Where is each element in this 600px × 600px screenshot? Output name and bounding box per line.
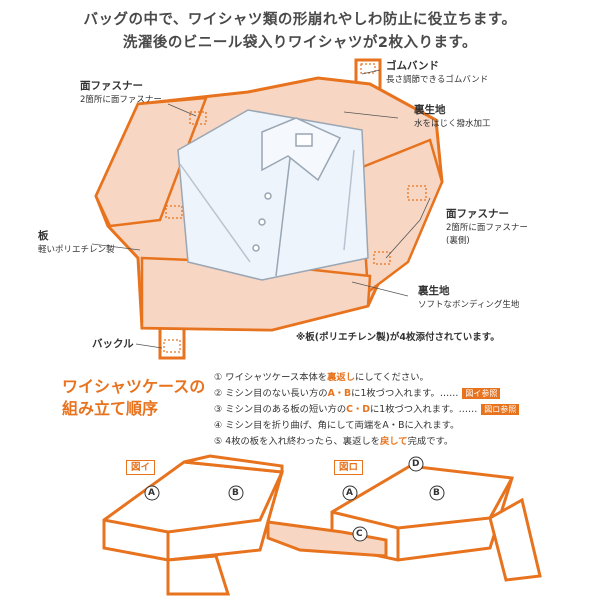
step-2-text-end: に1枚づつ入れます。…… bbox=[351, 388, 459, 399]
callout-ita-title: 板 bbox=[38, 230, 49, 242]
assembly-title-line-1: ワイシャツケースの bbox=[62, 377, 206, 396]
step-4: ④ ミシン目を折り曲げ、角にして両端をA・Bに入れます。 bbox=[214, 420, 459, 432]
callout-ita-sub: 軽いポリエチレン製 bbox=[38, 245, 115, 255]
marker-fig-ro-d-label: D bbox=[412, 459, 420, 469]
callout-ura1-title: 裏生地 bbox=[414, 104, 446, 116]
callout-gomu-title: ゴムバンド bbox=[386, 60, 440, 72]
marker-fig-ro-c bbox=[352, 526, 368, 542]
step-4-text: ④ ミシン目を折り曲げ、角にして両端をA・Bに入れます。 bbox=[214, 420, 460, 431]
marker-fig-ro-c-label: C bbox=[356, 529, 363, 539]
marker-fig-ro-a-label: A bbox=[346, 488, 353, 498]
figure-i-label: 図イ bbox=[126, 460, 156, 475]
step-2-ref: 図イ参照 bbox=[462, 388, 501, 399]
step-1-text-end: にしてください。 bbox=[355, 372, 429, 383]
assembly-title-line-2: 組み立て順序 bbox=[62, 399, 159, 418]
callout-buckle: バックル bbox=[92, 338, 134, 350]
board-note: ※板(ポリエチレン製)が4枚添付されています。 bbox=[296, 332, 500, 343]
step-3-text: ③ ミシン目のある板の短い方の bbox=[214, 404, 347, 415]
step-3: ③ ミシン目のある板の短い方のC・Dに1枚づつ入れます。……図ロ参照 bbox=[214, 404, 520, 416]
shirt bbox=[177, 109, 369, 281]
marker-fig-i-a bbox=[144, 485, 160, 501]
marker-fig-ro-a bbox=[342, 485, 358, 501]
step-3-highlight: C・D bbox=[346, 404, 370, 415]
step-5-highlight: 戻して bbox=[379, 436, 408, 447]
figure-ro-label: 図ロ bbox=[334, 460, 364, 475]
step-2-highlight: A・B bbox=[327, 388, 352, 399]
figure-i-drawing bbox=[102, 454, 284, 596]
step-3-ref: 図ロ参照 bbox=[481, 404, 520, 415]
step-5-text: ⑤ 4枚の板を入れ終わったら、裏返しを bbox=[214, 436, 380, 447]
marker-fig-i-b bbox=[228, 485, 244, 501]
intro-line-2: 洗濯後のビニール袋入りワイシャツが2枚入ります。 bbox=[122, 35, 478, 51]
step-2-text: ② ミシン目のない長い方の bbox=[214, 388, 328, 399]
step-5: ⑤ 4枚の板を入れ終わったら、裏返しを戻して完成です。 bbox=[214, 436, 453, 448]
step-3-text-end: に1枚づつ入れます。…… bbox=[370, 404, 478, 415]
intro-line-1: バッグの中で、ワイシャツ類の形崩れやしわ防止に役立ちます。 bbox=[83, 12, 517, 28]
step-1-highlight: 裏返し bbox=[327, 372, 355, 383]
right-flap bbox=[358, 138, 444, 295]
callout-menfas-left-title: 面ファスナー bbox=[80, 80, 143, 92]
marker-fig-ro-b bbox=[429, 485, 445, 501]
callout-ura2-title: 裏生地 bbox=[418, 285, 450, 297]
callout-menfas-right-sub: 2箇所に面ファスナー bbox=[446, 223, 528, 233]
callout-menfas-left-sub: 2箇所に面ファスナー bbox=[80, 95, 162, 105]
marker-fig-i-a-label: A bbox=[148, 488, 155, 498]
callout-ura1-sub: 水をはじく撥水加工 bbox=[414, 119, 491, 129]
callout-menfas-right-title: 面ファスナー bbox=[446, 208, 509, 220]
callout-ura2-sub: ソフトなボンディング生地 bbox=[418, 300, 520, 310]
step-1: ① ワイシャツケース本体を裏返しにしてください。 bbox=[214, 372, 429, 384]
figure-ro-drawing bbox=[266, 464, 542, 582]
callout-menfas-right-note: (裏側) bbox=[446, 236, 470, 246]
step-1-text: ① ワイシャツケース本体を bbox=[214, 372, 328, 383]
step-5-text-end: 完成です。 bbox=[407, 436, 454, 447]
marker-fig-ro-d bbox=[408, 456, 424, 472]
callout-gomu-sub: 長さ調節できるゴムバンド bbox=[386, 75, 489, 85]
marker-fig-ro-b-label: B bbox=[433, 488, 440, 498]
marker-fig-i-b-label: B bbox=[232, 488, 239, 498]
step-2: ② ミシン目のない長い方のA・Bに1枚づつ入れます。……図イ参照 bbox=[214, 388, 501, 400]
